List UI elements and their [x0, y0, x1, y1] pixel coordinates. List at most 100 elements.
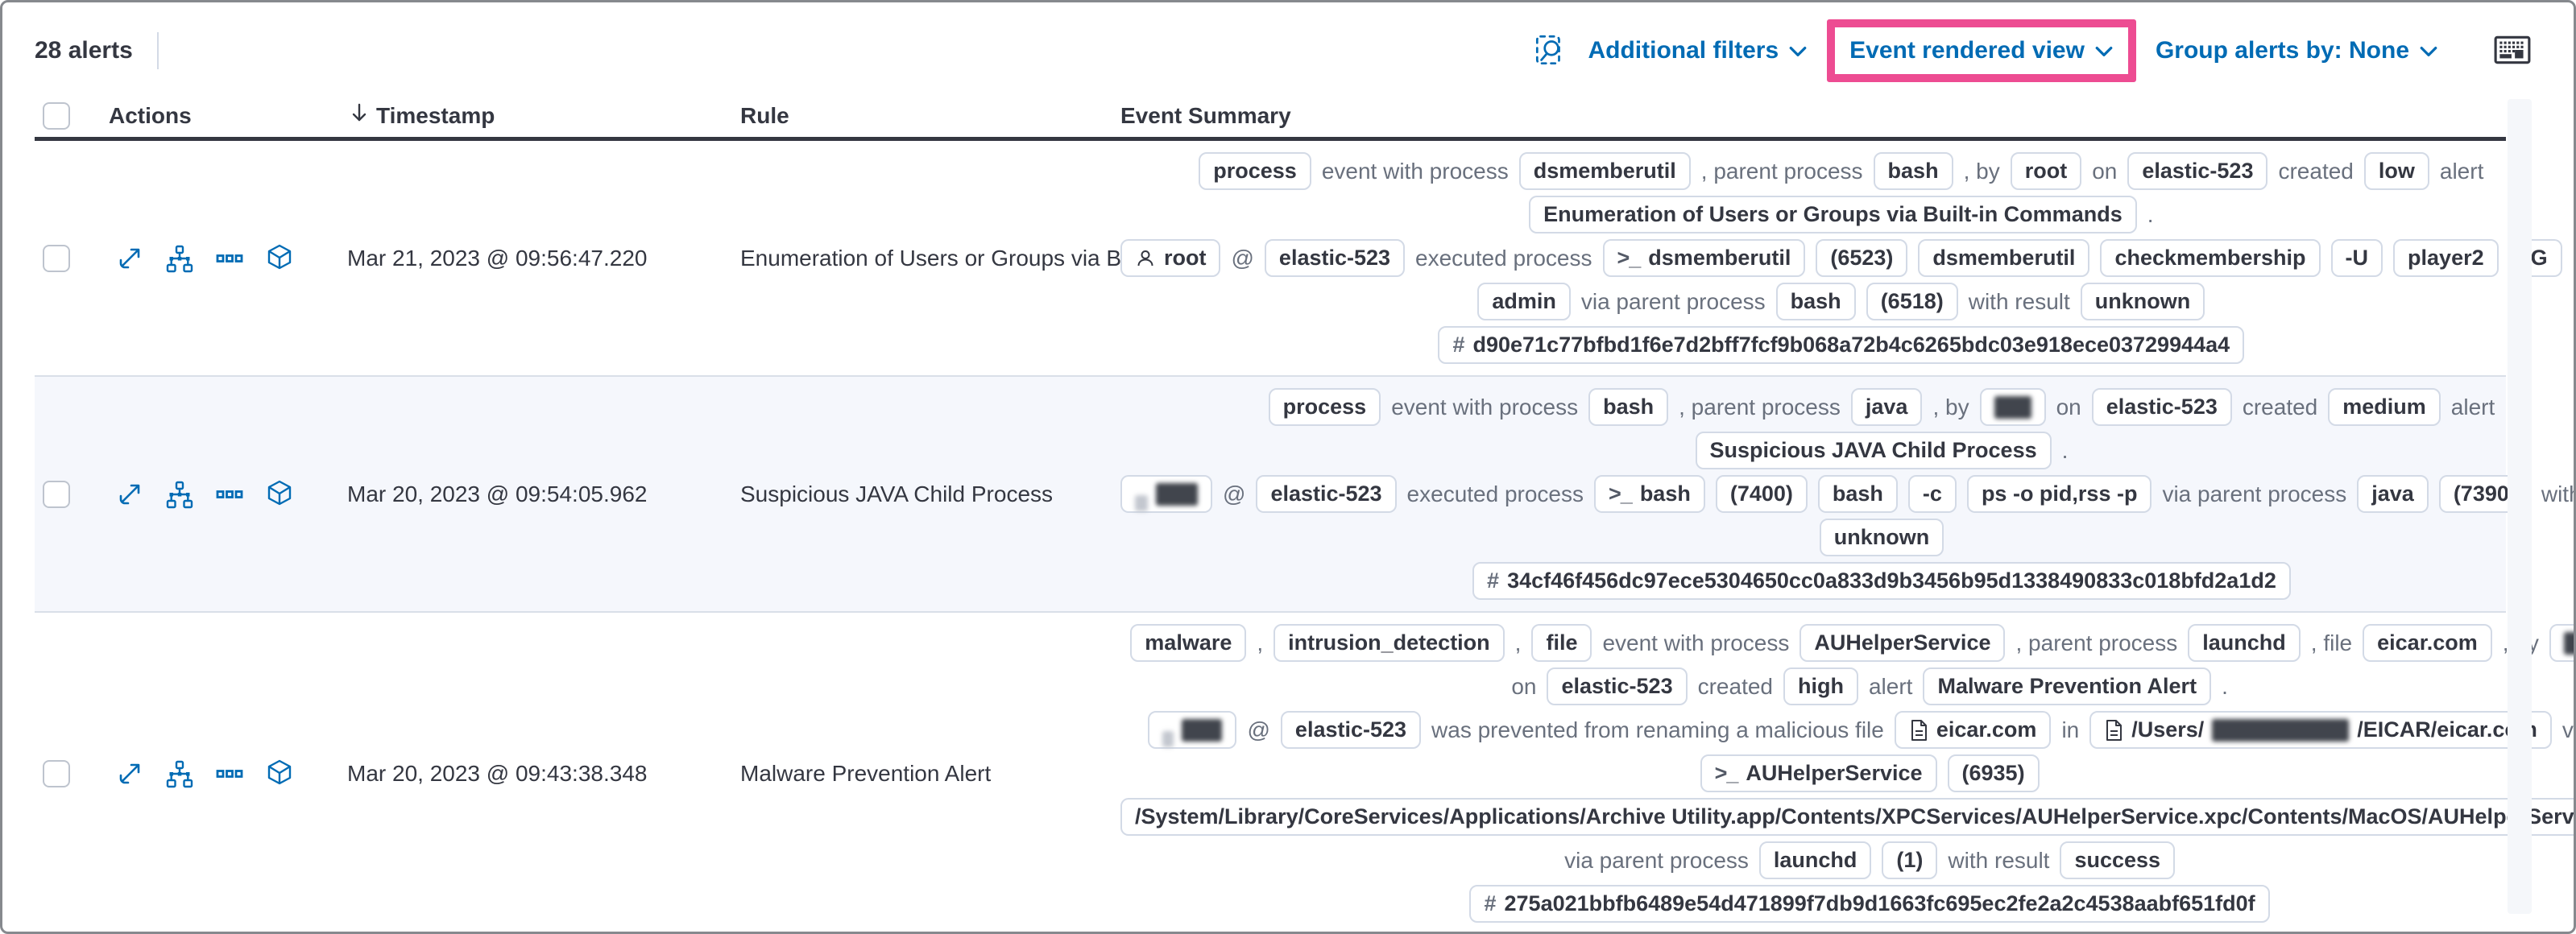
- field-badge[interactable]: medium: [2328, 388, 2441, 426]
- field-badge[interactable]: eicar.com: [2363, 624, 2492, 662]
- redacted-value: [2563, 631, 2574, 655]
- investigate-timeline-button[interactable]: [263, 478, 296, 510]
- field-badge[interactable]: [1979, 388, 2046, 426]
- field-badge[interactable]: root: [2010, 152, 2082, 190]
- field-badge[interactable]: Enumeration of Users or Groups via Built…: [1529, 196, 2137, 234]
- field-badge[interactable]: -U: [2330, 239, 2383, 277]
- field-badge[interactable]: [2549, 624, 2574, 662]
- terminal-icon: >_: [1714, 761, 1739, 785]
- field-badge[interactable]: high: [1783, 667, 1858, 705]
- analyze-event-button[interactable]: [164, 758, 196, 790]
- field-badge[interactable]: (7400): [1715, 475, 1808, 513]
- field-badge[interactable]: >_bash: [1594, 475, 1705, 513]
- rule-cell[interactable]: Suspicious JAVA Child Process: [740, 481, 1054, 506]
- field-badge[interactable]: elastic-523: [2127, 152, 2268, 190]
- analyze-event-button[interactable]: [164, 478, 196, 510]
- field-badge[interactable]: process: [1199, 152, 1311, 190]
- field-badge[interactable]: success: [2060, 841, 2176, 879]
- inspect-icon[interactable]: [1531, 32, 1568, 69]
- badge-label: checkmembership: [2114, 246, 2306, 270]
- summary-text: with result: [1968, 288, 2070, 314]
- field-badge[interactable]: unknown: [2080, 283, 2205, 320]
- badge-label: intrusion_detection: [1288, 630, 1490, 655]
- field-badge[interactable]: malware: [1130, 624, 1247, 662]
- field-badge[interactable]: launchd: [2188, 624, 2301, 662]
- timestamp-cell: Mar 20, 2023 @ 09:43:38.348: [347, 760, 648, 786]
- field-badge[interactable]: bash: [1588, 388, 1669, 426]
- field-badge[interactable]: checkmembership: [2100, 239, 2321, 277]
- field-badge[interactable]: bash: [1775, 283, 1856, 320]
- badge-label: success: [2074, 848, 2161, 872]
- field-badge[interactable]: ps -o pid,rss -p: [1966, 475, 2152, 513]
- field-badge[interactable]: (6935): [1947, 754, 2040, 792]
- analyze-event-button[interactable]: [164, 242, 196, 275]
- badge-label: /System/Library/CoreServices/Application…: [1135, 804, 2576, 829]
- rule-cell[interactable]: Malware Prevention Alert: [740, 760, 992, 786]
- expand-alert-button[interactable]: [114, 478, 146, 510]
- badge-label: java: [1865, 395, 1908, 419]
- field-badge[interactable]: AUHelperService: [1799, 624, 2006, 662]
- field-badge[interactable]: #275a021bbfb6489e54d471899f7db9d1663fc69…: [1469, 885, 2270, 923]
- field-badge[interactable]: #d90e71c77bfbd1f6e7d2bff7fcf9b068a72b4c6…: [1438, 326, 2245, 364]
- keyboard-icon[interactable]: [2493, 35, 2532, 68]
- rule-cell[interactable]: Enumeration of Users or Groups via Bui: [740, 245, 1120, 271]
- column-header-timestamp[interactable]: Timestamp: [347, 101, 740, 130]
- scrollbar-track[interactable]: [2508, 99, 2532, 914]
- field-badge[interactable]: admin: [1477, 283, 1571, 320]
- field-badge[interactable]: eicar.com: [1894, 711, 2052, 749]
- select-all-checkbox[interactable]: [43, 101, 70, 130]
- more-actions-button[interactable]: [213, 242, 246, 275]
- view-selector-button[interactable]: Event rendered view: [1849, 37, 2114, 64]
- expand-alert-button[interactable]: [114, 758, 146, 790]
- row-checkbox[interactable]: [43, 480, 70, 508]
- more-actions-icon: [213, 254, 246, 277]
- field-badge[interactable]: (6518): [1866, 283, 1958, 320]
- field-badge[interactable]: /System/Library/CoreServices/Application…: [1120, 798, 2576, 836]
- field-badge[interactable]: elastic-523: [1264, 239, 1406, 277]
- field-badge[interactable]: dsmemberutil: [1918, 239, 2090, 277]
- field-badge[interactable]: elastic-523: [1547, 667, 1688, 705]
- field-badge[interactable]: #34cf46f456dc97ece5304650cc0a833d9b3456b…: [1472, 562, 2291, 600]
- field-badge[interactable]: low: [2363, 152, 2429, 190]
- row-checkbox[interactable]: [43, 244, 70, 272]
- field-badge[interactable]: [1120, 475, 1212, 513]
- field-badge[interactable]: -c: [1907, 475, 1957, 513]
- field-badge[interactable]: unknown: [1819, 519, 1944, 556]
- field-badge[interactable]: bash: [1873, 152, 1953, 190]
- more-actions-button[interactable]: [213, 758, 246, 790]
- field-badge[interactable]: intrusion_detection: [1274, 624, 1505, 662]
- field-badge[interactable]: launchd: [1758, 841, 1872, 879]
- group-alerts-button[interactable]: Group alerts by: None: [2156, 37, 2438, 64]
- badge-label: admin: [1492, 289, 1556, 313]
- field-badge[interactable]: elastic-523: [1256, 475, 1397, 513]
- field-badge[interactable]: player2: [2393, 239, 2499, 277]
- field-badge[interactable]: Suspicious JAVA Child Process: [1695, 432, 2052, 469]
- more-actions-button[interactable]: [213, 478, 246, 510]
- field-badge[interactable]: elastic-523: [2091, 388, 2232, 426]
- field-badge[interactable]: java: [2357, 475, 2429, 513]
- badge-label: java: [2371, 481, 2414, 506]
- field-badge[interactable]: dsmemberutil: [1518, 152, 1691, 190]
- field-badge[interactable]: bash: [1817, 475, 1898, 513]
- field-badge[interactable]: elastic-523: [1280, 711, 1422, 749]
- analyze-event-icon: [164, 760, 196, 792]
- investigate-timeline-button[interactable]: [263, 242, 296, 275]
- field-badge[interactable]: /Users//EICAR/eicar.com: [2089, 711, 2552, 749]
- field-badge[interactable]: file: [1531, 624, 1592, 662]
- field-badge[interactable]: >_AUHelperService: [1700, 754, 1937, 792]
- field-badge[interactable]: >_dsmemberutil: [1602, 239, 1806, 277]
- row-checkbox[interactable]: [43, 759, 70, 787]
- expand-alert-button[interactable]: [114, 242, 146, 275]
- field-badge[interactable]: (1): [1882, 841, 1938, 879]
- field-badge[interactable]: Malware Prevention Alert: [1923, 667, 2212, 705]
- field-badge[interactable]: (6523): [1816, 239, 1908, 277]
- field-badge[interactable]: [1148, 711, 1237, 749]
- investigate-timeline-button[interactable]: [263, 758, 296, 790]
- field-badge[interactable]: java: [1850, 388, 1923, 426]
- field-badge[interactable]: process: [1268, 388, 1381, 426]
- badge-label: root: [1164, 246, 1207, 270]
- badge-label: medium: [2342, 395, 2426, 419]
- additional-filters-button[interactable]: Additional filters: [1588, 37, 1808, 64]
- field-badge[interactable]: root: [1120, 239, 1221, 277]
